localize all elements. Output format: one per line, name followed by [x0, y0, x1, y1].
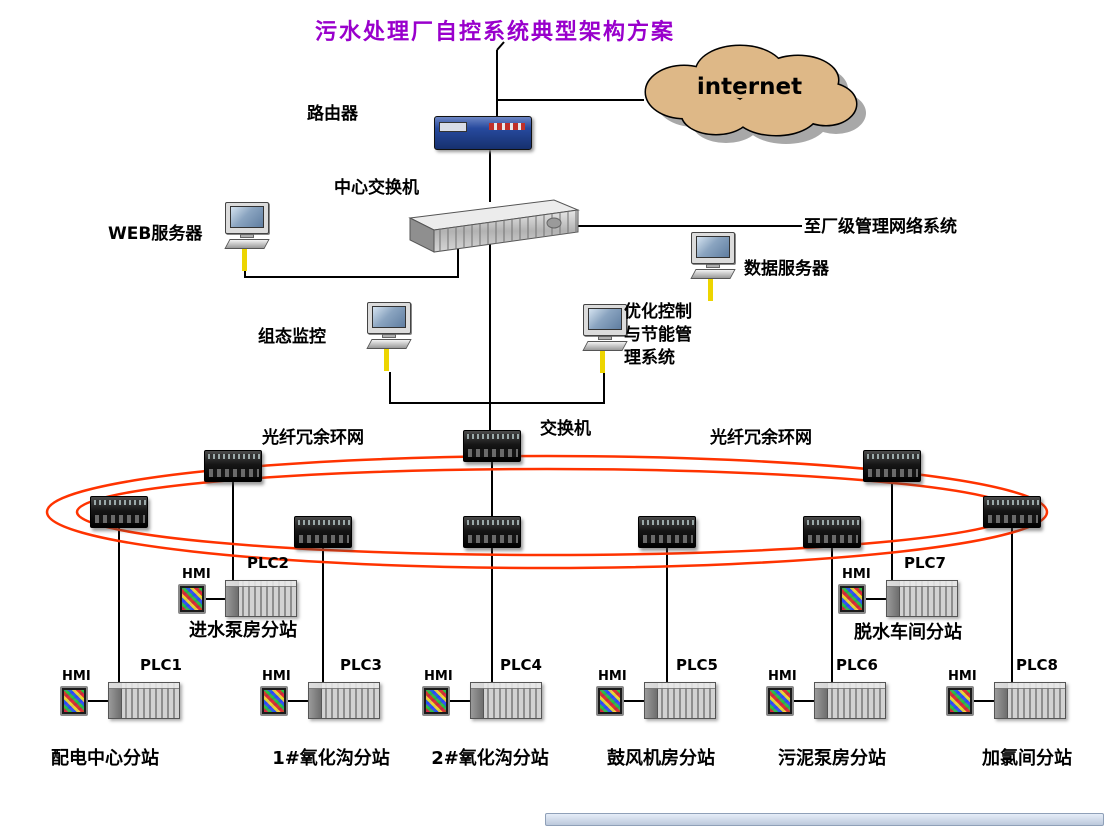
web-server-computer-icon	[220, 202, 274, 272]
plc-label: PLC6	[836, 656, 878, 674]
ring-switch-left-icon	[90, 496, 148, 528]
plc-label: PLC1	[140, 656, 182, 674]
ring-switch-3-icon	[638, 516, 696, 548]
screen	[696, 236, 730, 258]
plc-label: PLC4	[500, 656, 542, 674]
station-name: 鼓风机房分站	[607, 748, 715, 769]
hmi-device-icon	[946, 686, 974, 716]
plc-device-icon	[886, 580, 958, 617]
plant-network-label: 至厂级管理网络系统	[804, 217, 957, 237]
monitor-stand	[240, 234, 254, 238]
optimize-computer-icon	[578, 304, 632, 374]
switch-device-icon	[463, 430, 521, 462]
plc-label: PLC8	[1016, 656, 1058, 674]
monitor-stand	[598, 336, 612, 340]
hmi-label: HMI	[62, 669, 91, 684]
plc-label: PLC5	[676, 656, 718, 674]
ring-switch-right-icon	[983, 496, 1041, 528]
internet-cloud-icon	[644, 44, 866, 144]
plc-device-icon	[994, 682, 1066, 719]
network-cable	[708, 279, 713, 301]
ring-switch-4-icon	[803, 516, 861, 548]
hmi-device-icon	[422, 686, 450, 716]
keyboard-icon	[582, 341, 628, 351]
hmi-device-icon	[60, 686, 88, 716]
plc-device-icon	[108, 682, 180, 719]
monitor-icon	[225, 202, 269, 234]
monitor-icon	[367, 302, 411, 334]
ring-switch-1-icon	[294, 516, 352, 548]
router-label: 路由器	[307, 104, 358, 124]
hmi-label: HMI	[768, 669, 797, 684]
station-name: 1#氧化沟分站	[272, 748, 390, 769]
data-server-computer-icon	[686, 232, 740, 302]
monitor-stand	[382, 334, 396, 338]
hmi-device-icon	[596, 686, 624, 716]
hmi-label: HMI	[598, 669, 627, 684]
network-cable	[600, 351, 605, 373]
switch-label: 交换机	[540, 419, 591, 439]
screen	[588, 308, 622, 330]
plc-device-icon	[308, 682, 380, 719]
central-switch-device-icon	[408, 199, 580, 253]
hmi-label: HMI	[842, 567, 871, 582]
station-name: 配电中心分站	[51, 748, 159, 769]
diagram-title: 污水处理厂自控系统典型架构方案	[314, 20, 675, 45]
ring-switch-2-icon	[463, 516, 521, 548]
station-name: 进水泵房分站	[189, 620, 297, 641]
hmi-label: HMI	[182, 567, 211, 582]
hmi-label: HMI	[262, 669, 291, 684]
black-connectors	[86, 41, 1013, 702]
screen	[372, 306, 406, 328]
router-device-icon	[434, 116, 532, 150]
hmi-label: HMI	[948, 669, 977, 684]
station-name: 污泥泵房分站	[778, 748, 886, 769]
ring-switch-topright-icon	[863, 450, 921, 482]
plc-label: PLC2	[247, 554, 289, 572]
scada-label: 组态监控	[258, 327, 326, 347]
monitor-icon	[691, 232, 735, 264]
monitor-icon	[583, 304, 627, 336]
optimize-system-label: 优化控制 与节能管 理系统	[624, 302, 692, 368]
plc-device-icon	[644, 682, 716, 719]
fiber-ring-right-label: 光纤冗余环网	[710, 428, 812, 448]
scada-computer-icon	[362, 302, 416, 372]
web-server-label: WEB服务器	[108, 224, 203, 244]
keyboard-icon	[366, 339, 412, 349]
station-name: 脱水车间分站	[854, 622, 962, 643]
keyboard-icon	[690, 269, 736, 279]
data-server-label: 数据服务器	[744, 259, 829, 279]
station-name: 2#氧化沟分站	[431, 748, 549, 769]
station-name: 加氯间分站	[982, 748, 1072, 769]
plc-label: PLC3	[340, 656, 382, 674]
hmi-device-icon	[838, 584, 866, 614]
plc-label: PLC7	[904, 554, 946, 572]
hmi-device-icon	[178, 584, 206, 614]
plc-device-icon	[225, 580, 297, 617]
hmi-device-icon	[260, 686, 288, 716]
hmi-label: HMI	[424, 669, 453, 684]
keyboard-icon	[224, 239, 270, 249]
screen	[230, 206, 264, 228]
monitor-stand	[706, 264, 720, 268]
horizontal-scrollbar[interactable]	[545, 813, 1104, 826]
network-cable	[384, 349, 389, 371]
plc-device-icon	[470, 682, 542, 719]
ring-switch-topleft-icon	[204, 450, 262, 482]
plc-device-icon	[814, 682, 886, 719]
internet-label: internet	[696, 74, 803, 100]
hmi-device-icon	[766, 686, 794, 716]
fiber-ring-left-label: 光纤冗余环网	[262, 428, 364, 448]
network-cable	[242, 249, 247, 271]
central-switch-label: 中心交换机	[334, 178, 419, 198]
